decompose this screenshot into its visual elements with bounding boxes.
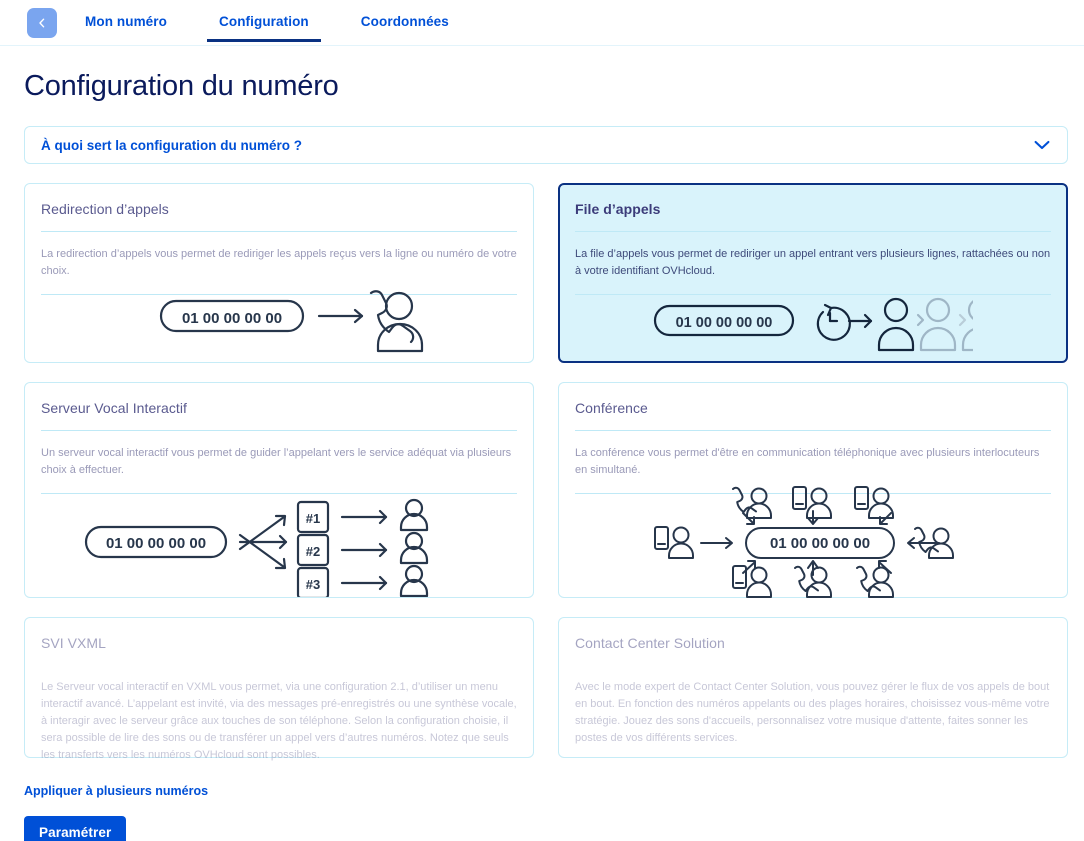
divider: [575, 293, 1051, 295]
card-description: Le Serveur vocal interactif en VXML vous…: [41, 681, 517, 762]
tab-configuration[interactable]: Configuration: [207, 0, 321, 42]
card-svi-vxml[interactable]: SVI VXML Le Serveur vocal interactif en …: [24, 617, 534, 761]
card-redirection-appels[interactable]: Redirection d’appels La redirection d’ap…: [24, 183, 534, 363]
tab-mon-numero[interactable]: Mon numéro: [85, 0, 167, 42]
svi-choice-3: #3: [306, 577, 320, 592]
phone-number: 01 00 00 00 00: [182, 310, 282, 327]
file-appels-illustration: 01 00 00 00 00: [575, 295, 1051, 352]
card-description: La conférence vous permet d'être en comm…: [575, 446, 1040, 476]
tab-coordonnees[interactable]: Coordonnées: [361, 0, 449, 42]
chevron-left-icon: [37, 17, 47, 29]
tab-label: Configuration: [219, 14, 309, 29]
svi-illustration: 01 00 00 00 00 #1 #2 #3: [41, 494, 517, 598]
back-button[interactable]: [27, 8, 57, 38]
divider: [575, 430, 1051, 431]
divider: [41, 430, 517, 431]
tab-label: Coordonnées: [360, 14, 449, 29]
divider: [41, 231, 517, 232]
card-title: File d’appels: [575, 201, 661, 217]
tab-list: Mon numéro Configuration Coordonnées: [81, 0, 501, 42]
page-footer: Appliquer à plusieurs numéros Paramétrer: [24, 782, 1084, 841]
phone-number: 01 00 00 00 00: [770, 535, 870, 552]
card-description: Avec le mode expert de Contact Center So…: [575, 681, 1050, 745]
divider: [575, 231, 1051, 232]
card-serveur-vocal-interactif[interactable]: Serveur Vocal Interactif Un serveur voca…: [24, 382, 534, 598]
card-description: Un serveur vocal interactif vous permet …: [41, 446, 512, 476]
apply-multiple-numbers-link[interactable]: Appliquer à plusieurs numéros: [24, 784, 209, 798]
tab-label: Mon numéro: [85, 14, 167, 29]
divider: [41, 492, 517, 494]
card-title: Conférence: [575, 400, 648, 416]
help-accordion[interactable]: À quoi sert la configuration du numéro ?: [24, 126, 1068, 164]
card-title: Serveur Vocal Interactif: [41, 400, 187, 416]
svi-choice-1: #1: [306, 511, 320, 526]
help-accordion-label: À quoi sert la configuration du numéro ?: [41, 137, 303, 153]
phone-number: 01 00 00 00 00: [676, 315, 773, 331]
redirection-illustration: 01 00 00 00 00: [41, 290, 517, 353]
card-contact-center-solution[interactable]: Contact Center Solution Avec le mode exp…: [558, 617, 1068, 758]
card-description: La redirection d’appels vous permet de r…: [41, 247, 517, 277]
card-title: Contact Center Solution: [575, 635, 725, 651]
cards-grid-row-2: Serveur Vocal Interactif Un serveur voca…: [24, 382, 1068, 599]
phone-number: 01 00 00 00 00: [106, 535, 206, 552]
card-title: SVI VXML: [41, 635, 106, 651]
top-tab-bar: Mon numéro Configuration Coordonnées: [0, 0, 1084, 46]
chevron-down-icon[interactable]: [1034, 140, 1050, 150]
card-file-appels[interactable]: File d’appels La file d’appels vous perm…: [558, 183, 1068, 363]
card-title: Redirection d’appels: [41, 201, 169, 217]
cards-grid-row-1: Redirection d’appels La redirection d’ap…: [24, 183, 1068, 363]
card-description: La file d’appels vous permet de redirige…: [575, 247, 1051, 277]
cards-grid-row-3: SVI VXML Le Serveur vocal interactif en …: [24, 617, 1068, 761]
card-conference[interactable]: Conférence La conférence vous permet d'ê…: [558, 382, 1068, 599]
page-title: Configuration du numéro: [24, 70, 339, 102]
parametrer-button[interactable]: Paramétrer: [24, 816, 127, 841]
divider: [41, 293, 517, 295]
svi-choice-2: #2: [306, 544, 320, 559]
conference-illustration: 01 00 00 00 00: [575, 486, 1051, 599]
